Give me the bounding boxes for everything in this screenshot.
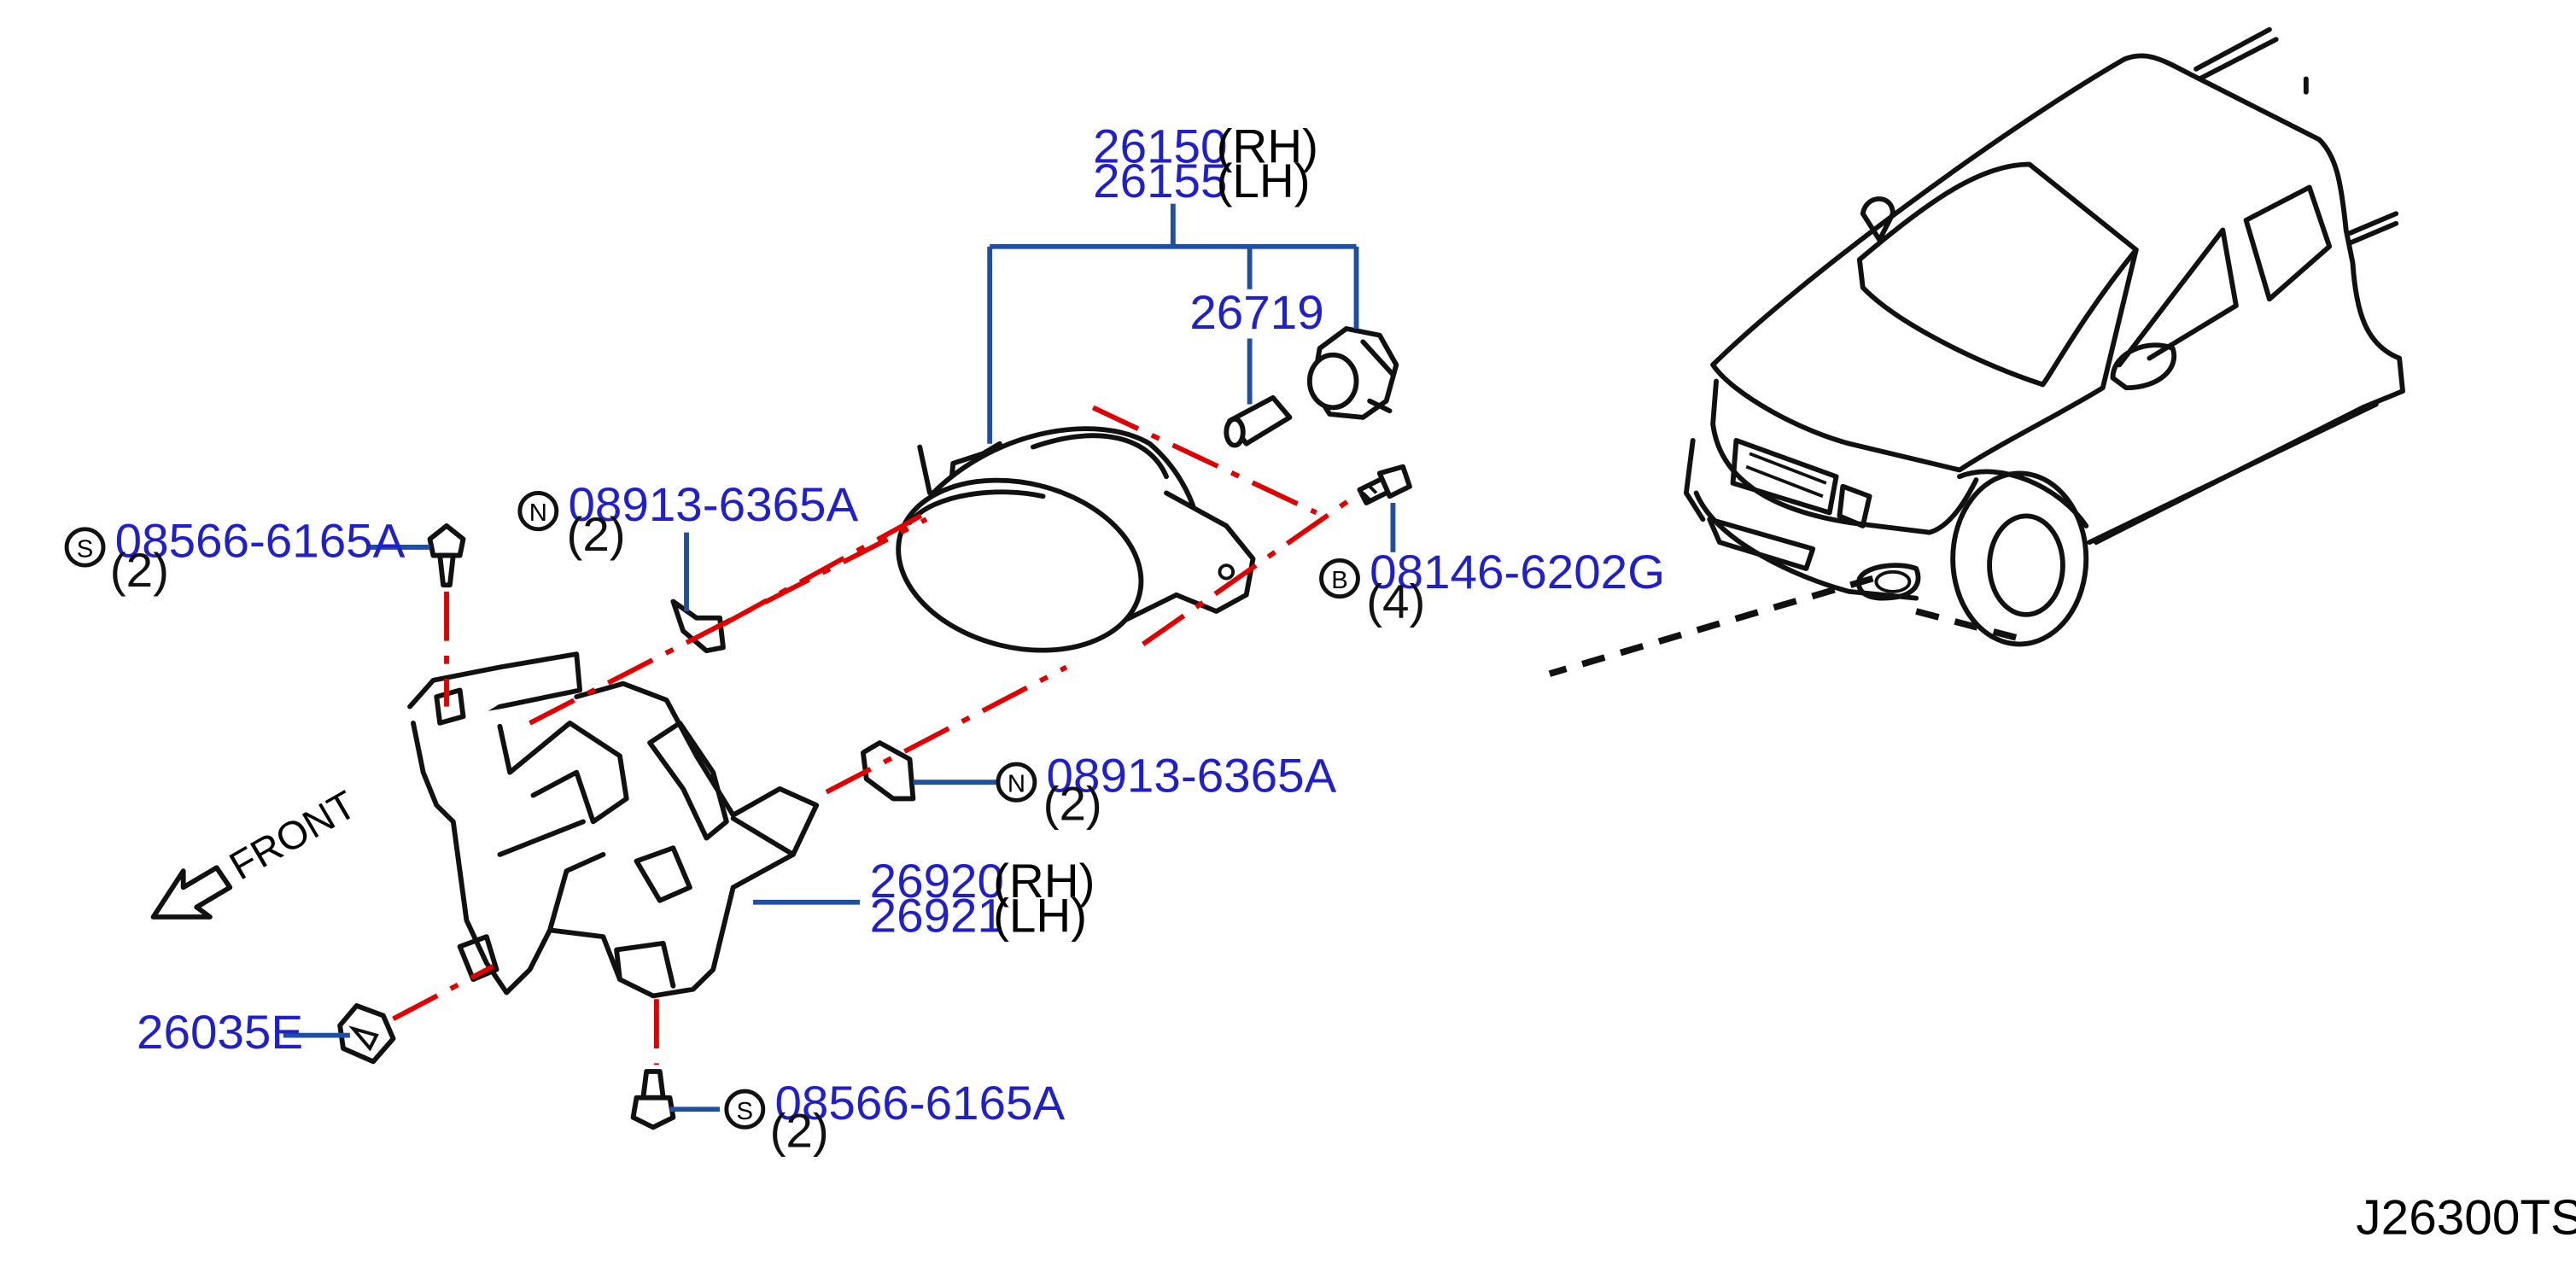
nut-lower-badge: [996, 762, 1037, 803]
fog-lamp-side-rh: (RH): [1217, 120, 1318, 173]
bolt-b: [1357, 464, 1412, 505]
bracket-side-lh: (LH): [993, 889, 1087, 943]
bracket-side-rh: (RH): [993, 854, 1095, 908]
fog-lamp-side-lh: (LH): [1217, 154, 1311, 207]
clip-part: 26035E: [137, 1005, 303, 1059]
leader-lines: [283, 203, 1396, 1112]
clip-26035e: [337, 1003, 396, 1065]
diagram-code: J26300TS: [2356, 1190, 2576, 1246]
nut-upper-badge: [517, 491, 559, 532]
screw-upper-badge: [64, 527, 106, 568]
centerlines: [392, 405, 1362, 1066]
fog-lamp-part-rh: 26150: [1093, 120, 1227, 173]
vehicle-illustration: [1548, 26, 2405, 677]
screw-upper: [427, 523, 466, 588]
bulb-socket: [1306, 326, 1399, 420]
fog-lamp-part-lh: 26155: [1093, 154, 1227, 207]
screw-lower-qty: (2): [770, 1104, 829, 1158]
clip-upper: [670, 598, 726, 654]
bolt-b-badge: [1319, 558, 1360, 599]
nut-lower-prefix: N: [1008, 771, 1025, 798]
screw-lower: [630, 1069, 676, 1130]
nut-upper-part: 08913-6365A: [568, 478, 858, 532]
nut-upper-qty: (2): [567, 507, 626, 561]
bracket-part-lh: 26921: [870, 889, 1004, 943]
screw-lower-part: 08566-6165A: [774, 1076, 1065, 1130]
front-label: FRONT: [222, 782, 364, 888]
screw-lower-prefix: S: [737, 1098, 754, 1125]
nut-lower-qty: (2): [1043, 777, 1102, 831]
bolt-b-qty: (4): [1366, 575, 1425, 628]
front-arrow: FRONT: [150, 782, 364, 920]
screw-lower-badge: [724, 1089, 766, 1130]
bracket-part-rh: 26920: [870, 854, 1004, 908]
nut-upper-prefix: N: [529, 499, 547, 527]
bolt-b-prefix: B: [1331, 567, 1348, 594]
bulb-part: 26719: [1189, 285, 1323, 339]
screw-upper-prefix: S: [77, 536, 94, 563]
nut-lower-part: 08913-6365A: [1047, 749, 1337, 803]
fog-lamp-assembly: [896, 426, 1256, 653]
bolt-b-part: 08146-6202G: [1370, 545, 1665, 598]
screw-upper-qty: (2): [110, 543, 169, 597]
clip-lower: [860, 740, 916, 802]
bracket-assembly: [407, 651, 820, 999]
bulb: [1224, 394, 1293, 448]
screw-upper-part: 08566-6165A: [115, 514, 406, 568]
